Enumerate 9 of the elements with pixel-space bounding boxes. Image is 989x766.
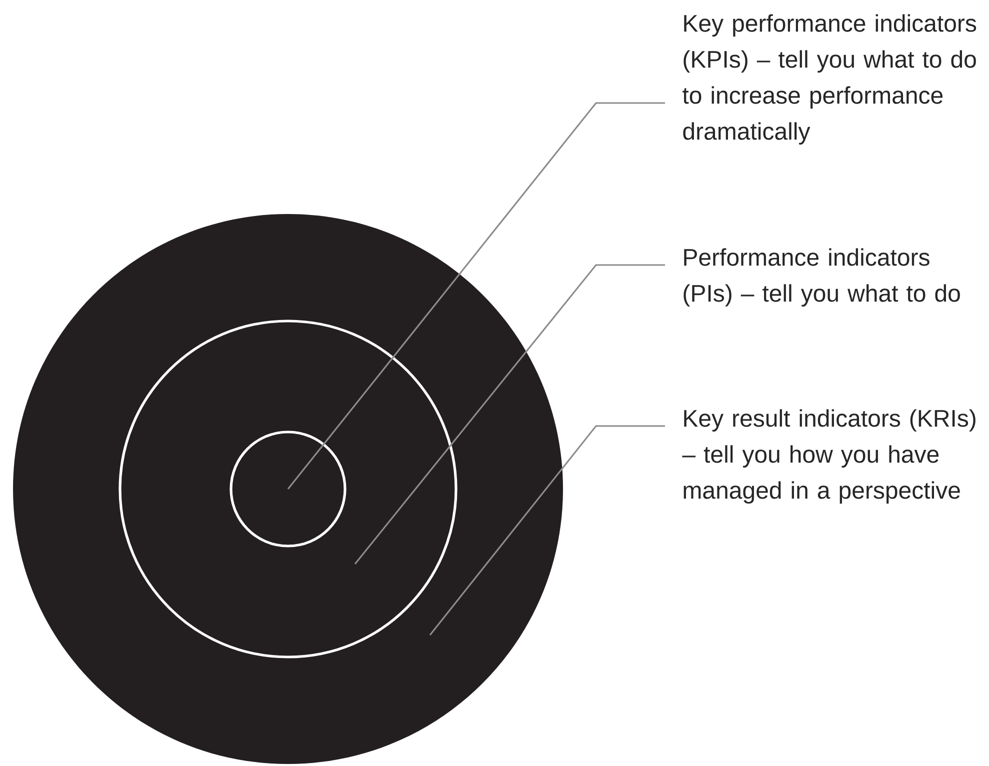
callout-text: Performance indicators (PIs) – tell you what to do xyxy=(684,248,960,307)
leader-line xyxy=(354,264,665,564)
target-ring xyxy=(230,430,346,548)
leader-line xyxy=(429,425,665,636)
callout-text: Key result indicators (KRIs) – tell you how you have managed in a perspective xyxy=(682,409,976,504)
target-disc xyxy=(13,214,563,764)
leader-line xyxy=(287,102,665,490)
callout-text: Key performance indicators (KPIs) – tell you what to do to increase performance dramatically xyxy=(682,14,976,145)
target-ring xyxy=(118,320,458,658)
